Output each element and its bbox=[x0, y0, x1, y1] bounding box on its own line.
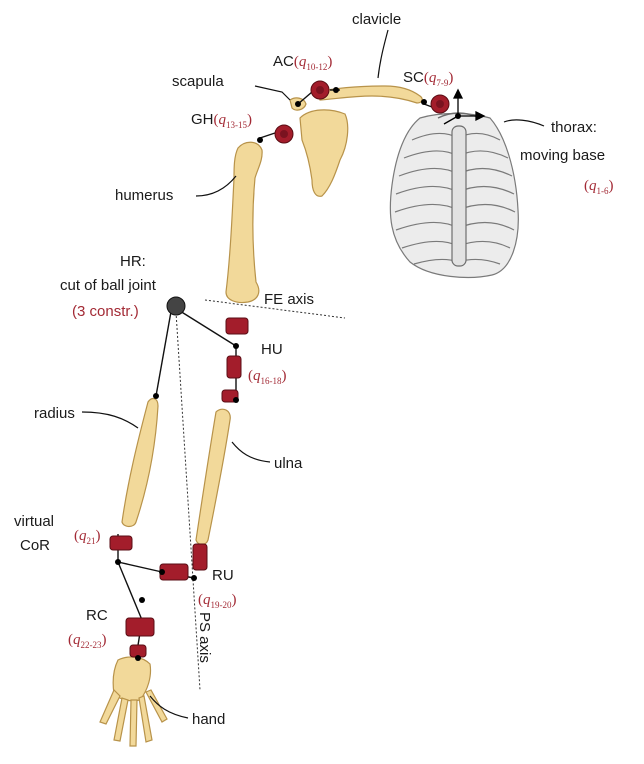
thorax-label-line2: moving base bbox=[520, 147, 605, 164]
ru-coords: (q19-20) bbox=[198, 592, 237, 610]
ulna-bone bbox=[196, 409, 230, 544]
rc-coords: (q22-23) bbox=[68, 632, 107, 650]
sc-label: SC(q7-9) bbox=[403, 69, 453, 88]
hand-bones bbox=[100, 657, 167, 746]
rc-label: RC bbox=[86, 607, 108, 624]
hr-label-line2: cut of ball joint bbox=[60, 277, 157, 294]
virtual-cor-label-line1: virtual bbox=[14, 513, 54, 530]
hr-ball-joint bbox=[167, 297, 185, 315]
hu-coords: (q16-18) bbox=[248, 368, 287, 386]
radius-label: radius bbox=[34, 405, 75, 422]
ac-label: AC(q10-12) bbox=[273, 53, 332, 72]
scapula-label: scapula bbox=[172, 73, 224, 90]
gh-joint bbox=[275, 125, 293, 143]
scapula-bone bbox=[300, 110, 348, 196]
hand-label: hand bbox=[192, 711, 225, 728]
thorax-ribcage bbox=[390, 113, 518, 277]
hr-label-line1: HR: bbox=[120, 253, 146, 270]
ru-joint bbox=[160, 544, 207, 580]
virtual-cor-label-line2: CoR bbox=[20, 537, 50, 554]
virtual-cor-joint bbox=[110, 536, 132, 550]
thorax-coords: (q1-6) bbox=[584, 178, 614, 196]
hu-joint bbox=[222, 318, 248, 402]
radius-bone bbox=[122, 399, 158, 527]
fe-axis-label: FE axis bbox=[264, 291, 314, 308]
ac-joint bbox=[311, 81, 329, 99]
ps-axis-label: PS axis bbox=[196, 612, 213, 663]
hr-label-line3: (3 constr.) bbox=[72, 303, 139, 320]
humerus-label: humerus bbox=[115, 187, 173, 204]
ulna-label: ulna bbox=[274, 455, 303, 472]
gh-label: GH(q13-15) bbox=[191, 111, 252, 130]
sc-joint bbox=[431, 95, 449, 113]
rc-joint bbox=[126, 618, 154, 657]
virtual-cor-coords: (q21) bbox=[74, 528, 101, 546]
clavicle-label: clavicle bbox=[352, 11, 401, 28]
ru-label: RU bbox=[212, 567, 234, 584]
thorax-label-line1: thorax: bbox=[551, 119, 597, 136]
hu-label: HU bbox=[261, 341, 283, 358]
humerus-bone bbox=[226, 142, 262, 302]
